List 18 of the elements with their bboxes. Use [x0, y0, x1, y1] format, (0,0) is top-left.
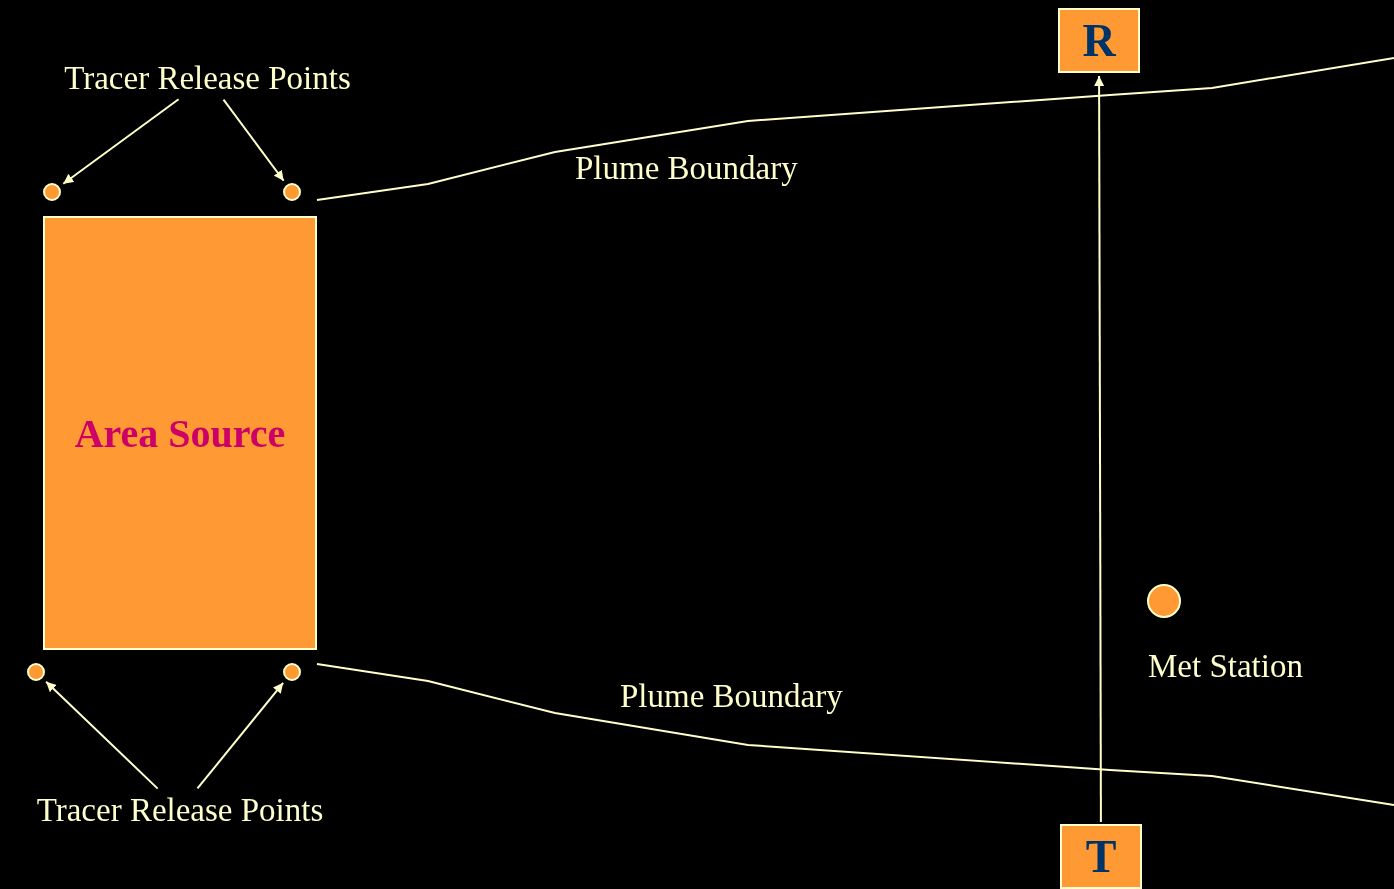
arrow [62, 98, 180, 185]
arrow [222, 98, 285, 182]
boundary-label: Plume Boundary [620, 678, 843, 715]
arrow [196, 681, 285, 790]
transmitter-box: T [1060, 824, 1142, 889]
station-label: Met Station [1148, 648, 1303, 685]
callout-label: Tracer Release Points [15, 790, 345, 830]
met-station-circle [1147, 584, 1181, 618]
release-point-dot [43, 183, 61, 201]
release-point-dot [283, 183, 301, 201]
callout-label: Tracer Release Points [45, 58, 370, 98]
arrow [45, 680, 159, 790]
release-point-dot [283, 663, 301, 681]
release-point-dot [27, 663, 45, 681]
area-source-box: Area Source [43, 216, 317, 650]
arrow [1094, 75, 1105, 823]
receiver-box: R [1058, 8, 1140, 73]
boundary-label: Plume Boundary [575, 150, 798, 187]
